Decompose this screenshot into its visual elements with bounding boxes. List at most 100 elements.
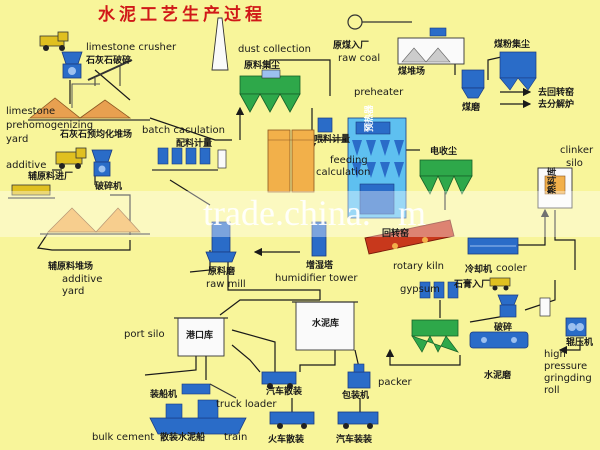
additive-crusher-icon bbox=[91, 149, 113, 177]
cement-mill-icon bbox=[469, 331, 529, 349]
label-clinker-en: clinker bbox=[560, 145, 594, 156]
label-to-kiln-zh: 去回转窑 bbox=[538, 88, 575, 98]
raw-dust-collector-icon bbox=[239, 69, 301, 113]
packer-icon bbox=[347, 363, 371, 389]
gypsum-truck bbox=[489, 277, 511, 291]
label-yard-en: yard bbox=[6, 134, 29, 145]
cement-silo-icon bbox=[292, 301, 358, 351]
label-truck-load-zh: 汽车装装 bbox=[336, 435, 373, 445]
watermark-text: trade.china. bbox=[203, 193, 371, 233]
label-batch-calc-en: batch caculation bbox=[142, 125, 225, 136]
port-silo-icon bbox=[174, 317, 228, 357]
label-limestone-en: limestone bbox=[6, 106, 56, 117]
humidifier-tower-icon bbox=[311, 221, 327, 257]
label-packing-machine-zh: 包装机 bbox=[342, 391, 370, 401]
watermark-band bbox=[0, 191, 600, 237]
coal-mill-icon bbox=[461, 69, 485, 99]
label-additive-in-zh: 辅原料进厂 bbox=[28, 172, 74, 182]
label-additive-yard-en-2: yard bbox=[62, 286, 85, 297]
label-coal-mill-zh: 煤磨 bbox=[462, 103, 481, 113]
cement-dust-collector-icon bbox=[411, 319, 459, 353]
label-train-bulk-zh: 火车散装 bbox=[268, 435, 305, 445]
label-feeding-en: feeding bbox=[330, 155, 368, 166]
label-hpgr-en-1: high bbox=[544, 349, 566, 360]
label-rotary-kiln-zh: 回转窑 bbox=[382, 229, 410, 239]
rotary-kiln-icon bbox=[364, 219, 455, 255]
gypsum-bins bbox=[419, 281, 459, 299]
diagram-title: 水泥工艺生产过程 bbox=[98, 5, 266, 25]
watermark-text-end: m bbox=[398, 193, 427, 233]
label-batch-calc-zh: 配料计量 bbox=[176, 139, 213, 149]
cooler-icon bbox=[467, 237, 519, 255]
coal-dust-collector-icon bbox=[499, 51, 537, 91]
label-limestone-crusher-en: limestone crusher bbox=[86, 42, 177, 53]
label-gypsum-en: gypsum bbox=[400, 284, 440, 295]
bag-truck-icon bbox=[337, 411, 379, 429]
train-wagon-icon bbox=[269, 411, 315, 429]
label-port-silo-en: port silo bbox=[124, 329, 165, 340]
label-train-en: train bbox=[224, 432, 248, 443]
label-hpgr-en-3: gringding bbox=[544, 373, 592, 384]
label-electrostatic-zh: 电收尘 bbox=[430, 147, 458, 157]
batch-bins bbox=[152, 147, 218, 171]
label-ship-loader-zh: 装船机 bbox=[150, 390, 178, 400]
label-cooler-zh: 冷却机 bbox=[465, 265, 493, 275]
label-limestone-crusher-zh: 石灰石破碎 bbox=[86, 56, 132, 66]
label-truck-bulk-zh: 汽车散装 bbox=[266, 387, 303, 397]
flow-lines bbox=[36, 49, 581, 412]
roller-press-icon bbox=[539, 297, 587, 337]
label-raw-mill-zh: 原料磨 bbox=[208, 267, 236, 277]
label-coal-dust-collector-zh: 煤粉集尘 bbox=[494, 40, 531, 50]
label-truck-loader-en: truck loader bbox=[216, 399, 277, 410]
label-calculation-en: calculation bbox=[316, 167, 371, 178]
gypsum-crusher-icon bbox=[497, 294, 519, 318]
label-roller-press-zh: 辊压机 bbox=[566, 338, 594, 348]
label-bulk-cement-en: bulk cement bbox=[92, 432, 155, 443]
label-to-calciner-zh: 去分解炉 bbox=[538, 100, 575, 110]
cement-ship-icon bbox=[149, 399, 247, 435]
clinker-silo-icon bbox=[537, 167, 573, 209]
label-hpgr-en-4: roll bbox=[544, 385, 560, 396]
raw-meal-silos bbox=[267, 129, 315, 193]
label-additive-yard-en-1: additive bbox=[62, 274, 103, 285]
electrostatic-precipitator-icon bbox=[419, 159, 473, 195]
additive-rail-car bbox=[8, 184, 55, 199]
label-gypsum-in-zh: 石膏入厂 bbox=[454, 280, 491, 290]
bulk-truck-icon bbox=[261, 371, 297, 389]
limestone-stockpile-1 bbox=[28, 83, 150, 121]
raw-mill-icon bbox=[205, 221, 237, 263]
label-raw-coal-en: raw coal bbox=[338, 53, 381, 64]
belt-conveyor-1 bbox=[87, 59, 133, 86]
label-cement-silo-zh: 水泥库 bbox=[312, 319, 340, 329]
label-preheater-zh: 预热器 bbox=[365, 104, 375, 132]
label-cooler-en: cooler bbox=[496, 263, 527, 274]
label-clinker-silo-zh: 熟料库 bbox=[548, 166, 558, 194]
label-rotary-kiln-en: rotary kiln bbox=[393, 261, 444, 272]
coal-crane-icon bbox=[347, 14, 412, 30]
ship-loader-icon bbox=[181, 383, 237, 399]
preheater-tower bbox=[347, 117, 407, 219]
label-silo-en: silo bbox=[566, 158, 583, 169]
label-preheater-en: preheater bbox=[354, 87, 404, 98]
label-bulk-cement-zh: 散装水泥船 bbox=[160, 433, 206, 443]
label-crusher-zh: 破碎机 bbox=[95, 182, 123, 192]
small-silo bbox=[217, 149, 227, 169]
label-cement-mill-zh: 水泥磨 bbox=[484, 371, 512, 381]
label-coal-yard-zh: 煤堆场 bbox=[398, 67, 426, 77]
label-additive-yard-zh: 辅原料堆场 bbox=[48, 262, 94, 272]
label-raw-coal-in-zh: 原煤入厂 bbox=[333, 41, 370, 51]
dump-truck-1 bbox=[39, 31, 69, 51]
label-port-silo-zh: 港口库 bbox=[186, 331, 214, 341]
feed-scale-icon bbox=[317, 117, 333, 133]
limestone-crusher-icon bbox=[61, 51, 83, 79]
label-packer-en: packer bbox=[378, 377, 412, 388]
label-feed-calc-zh: 喂料计量 bbox=[314, 135, 351, 145]
label-gypsum-crusher-zh: 破碎 bbox=[494, 323, 513, 333]
label-hpgr-en-2: pressure bbox=[544, 361, 588, 372]
dump-truck-2 bbox=[55, 147, 87, 169]
label-additive-en: additive bbox=[6, 160, 47, 171]
label-raw-dust-collector-zh: 原料集尘 bbox=[244, 61, 281, 71]
label-humidifier-en: humidifier tower bbox=[275, 273, 358, 284]
coal-yard-icon bbox=[397, 27, 465, 65]
